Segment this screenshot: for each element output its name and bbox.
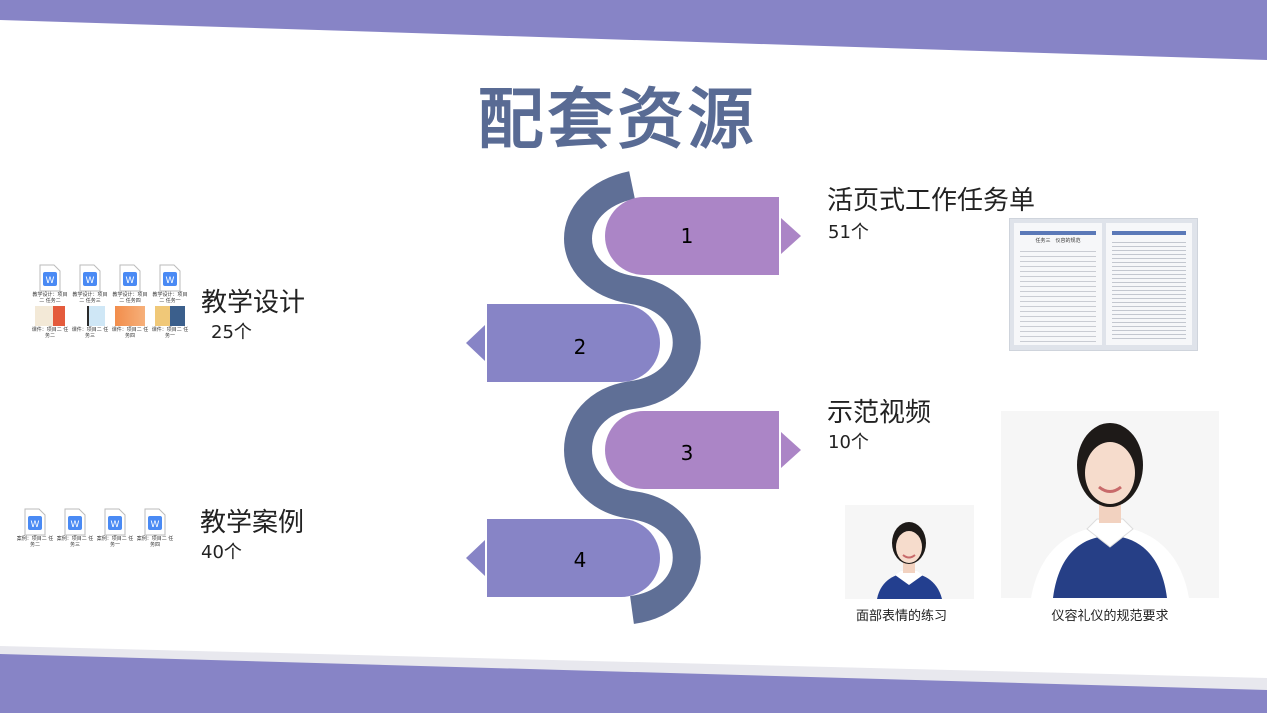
bottom-band — [0, 654, 1267, 713]
svg-text:W: W — [46, 276, 55, 286]
file-label: 教学设计：项目 二 任务四 — [112, 292, 148, 304]
cases-title: 教学案例 — [200, 508, 305, 538]
slide-thumbnail — [115, 306, 145, 326]
file-label: 教学设计：项目 二 任务二 — [32, 292, 68, 304]
svg-text:W: W — [111, 520, 120, 530]
word-doc-icon: W — [39, 264, 61, 292]
video-caption-large: 仪容礼仪的规范要求 — [1051, 609, 1169, 624]
case-doc-file[interactable]: W 案例：项目二 任 务一 — [95, 508, 135, 548]
design-slide-file[interactable]: 课件：项目二 任 务三 — [70, 304, 110, 339]
svg-text:W: W — [31, 520, 40, 530]
file-label: 课件：项目二 任 务二 — [31, 327, 69, 339]
page-title: 配套资源 — [477, 81, 758, 158]
video-thumbnail-small[interactable] — [845, 505, 974, 599]
arrow-3: 3 — [605, 411, 801, 489]
design-doc-file[interactable]: W 教学设计：项目 二 任务三 — [70, 264, 110, 304]
slide-thumbnail — [75, 306, 105, 326]
worksheet-page-right — [1106, 223, 1192, 345]
cases-count: 40个 — [201, 542, 242, 563]
arrow-1-number: 1 — [681, 224, 694, 248]
file-label: 教学设计：项目 二 任务一 — [152, 292, 188, 304]
file-label: 案例：项目二 任 务二 — [16, 536, 54, 548]
worksheet-page-left: 任务三 仪容的规范 — [1014, 223, 1102, 345]
arrow-2-number: 2 — [574, 335, 587, 359]
top-band — [0, 0, 1267, 60]
worksheet-image: 任务三 仪容的规范 — [1009, 218, 1198, 351]
file-label: 课件：项目二 任 务四 — [111, 327, 149, 339]
design-slide-file[interactable]: 课件：项目二 任 务一 — [150, 304, 190, 339]
video-thumbnail-large[interactable] — [1001, 411, 1219, 598]
design-slide-file[interactable]: 课件：项目二 任 务四 — [110, 304, 150, 339]
file-label: 案例：项目二 任 务四 — [136, 536, 174, 548]
video-title: 示范视频 — [827, 398, 932, 428]
case-doc-file[interactable]: W 案例：项目二 任 务三 — [55, 508, 95, 548]
word-doc-icon: W — [64, 508, 86, 536]
file-label: 教学设计：项目 二 任务三 — [72, 292, 108, 304]
design-doc-file[interactable]: W 教学设计：项目 二 任务四 — [110, 264, 150, 304]
file-label: 案例：项目二 任 务三 — [56, 536, 94, 548]
arrow-3-number: 3 — [681, 441, 694, 465]
design-slide-file[interactable]: 课件：项目二 任 务二 — [30, 304, 70, 339]
design-file-grid: W 教学设计：项目 二 任务二 W 教学设计：项目 二 任务三 W 教学设计：项… — [30, 264, 190, 339]
word-doc-icon: W — [119, 264, 141, 292]
video-caption-small: 面部表情的练习 — [855, 609, 947, 624]
word-doc-icon: W — [79, 264, 101, 292]
design-count: 25个 — [211, 322, 252, 343]
serpentine-band — [564, 171, 701, 624]
svg-text:W: W — [71, 520, 80, 530]
file-label: 课件：项目二 任 务一 — [151, 327, 189, 339]
svg-text:W: W — [86, 276, 95, 286]
arrow-4-number: 4 — [574, 548, 587, 572]
word-doc-icon: W — [144, 508, 166, 536]
cases-file-grid: W 案例：项目二 任 务二 W 案例：项目二 任 务三 W 案例：项目二 任 务… — [15, 508, 183, 548]
word-doc-icon: W — [24, 508, 46, 536]
case-doc-file[interactable]: W 案例：项目二 任 务二 — [15, 508, 55, 548]
file-label: 课件：项目二 任 务三 — [71, 327, 109, 339]
slide-thumbnail — [155, 306, 185, 326]
video-count: 10个 — [828, 432, 869, 453]
design-doc-file[interactable]: W 教学设计：项目 二 任务二 — [30, 264, 70, 304]
worksheet-heading: 任务三 仪容的规范 — [1035, 238, 1081, 244]
svg-text:W: W — [166, 276, 175, 286]
design-title: 教学设计 — [201, 288, 306, 318]
worksheet-title: 活页式工作任务单 — [827, 186, 1036, 216]
file-label: 案例：项目二 任 务一 — [96, 536, 134, 548]
slide-thumbnail — [35, 306, 65, 326]
worksheet-count: 51个 — [828, 222, 869, 243]
arrow-2: 2 — [466, 304, 660, 382]
arrow-4: 4 — [466, 519, 660, 597]
design-doc-file[interactable]: W 教学设计：项目 二 任务一 — [150, 264, 190, 304]
arrow-1: 1 — [605, 197, 801, 275]
case-doc-file[interactable]: W 案例：项目二 任 务四 — [135, 508, 175, 548]
svg-text:W: W — [151, 520, 160, 530]
word-doc-icon: W — [159, 264, 181, 292]
svg-text:W: W — [126, 276, 135, 286]
word-doc-icon: W — [104, 508, 126, 536]
